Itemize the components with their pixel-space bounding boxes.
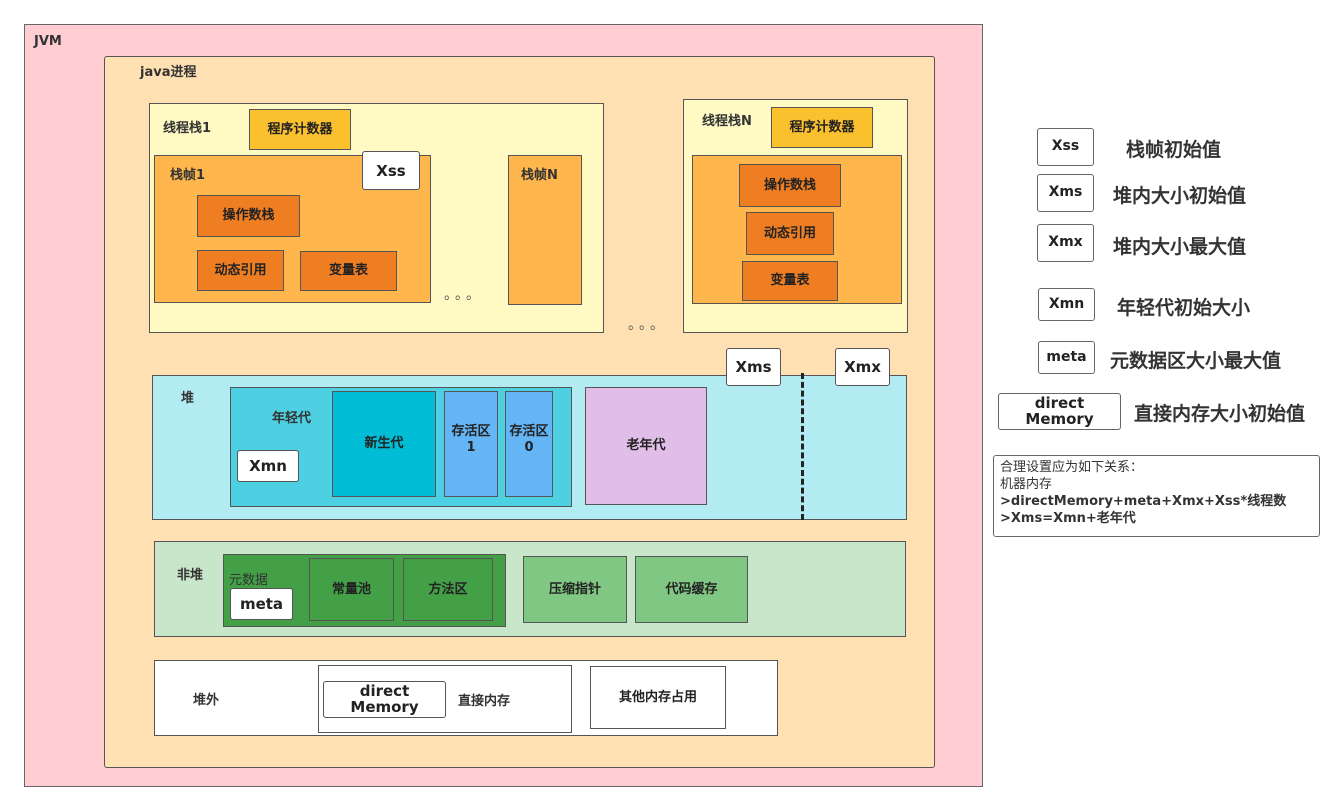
dynamic-reference-n: 动态引用: [746, 212, 834, 255]
operand-stack-1: 操作数栈: [197, 195, 300, 237]
operand-stack-n: 操作数栈: [739, 164, 841, 207]
thread-stack-n-label: 线程栈N: [702, 114, 752, 129]
offheap-label: 堆外: [193, 693, 220, 708]
constant-pool: 常量池: [309, 558, 394, 621]
xmx-tag: Xmx: [835, 348, 890, 386]
note-line-1: 合理设置应为如下关系：: [1000, 460, 1144, 475]
xss-tag: Xss: [362, 151, 420, 190]
dynamic-reference-1: 动态引用: [197, 250, 284, 291]
method-area: 方法区: [403, 558, 493, 621]
note-line-2: 机器内存: [1000, 477, 1053, 492]
metadata-label: 元数据: [229, 573, 269, 588]
legend-key-xmx: Xmx: [1037, 224, 1094, 262]
other-memory: 其他内存占用: [590, 666, 726, 729]
nonheap-label: 非堆: [177, 568, 204, 583]
legend-desc-xss: 栈帧初始值: [1126, 139, 1222, 161]
variable-table-1: 变量表: [300, 251, 397, 291]
direct-memory-label: 直接内存: [458, 694, 511, 709]
relationship-note: 合理设置应为如下关系： 机器内存 >directMemory+meta+Xmx+…: [993, 455, 1320, 537]
variable-table-n: 变量表: [742, 261, 838, 301]
heap-boundary-line: [801, 373, 804, 520]
legend-desc-xmx: 堆内大小最大值: [1113, 236, 1247, 258]
legend-key-xms: Xms: [1037, 174, 1094, 212]
legend-key-xss: Xss: [1037, 128, 1094, 166]
frames-ellipsis: 。。。: [444, 287, 484, 303]
stacks-ellipsis: 。。。: [628, 317, 668, 333]
compressed-pointer: 压缩指针: [523, 556, 627, 623]
note-line-4: >Xms=Xmn+老年代: [1000, 511, 1136, 526]
code-cache: 代码缓存: [635, 556, 748, 623]
thread-stack-1-label: 线程栈1: [163, 121, 212, 136]
stack-frame-n: [508, 155, 582, 305]
jvm-label: JVM: [34, 34, 62, 49]
note-line-3: >directMemory+meta+Xmx+Xss*线程数: [1000, 494, 1287, 509]
xms-tag: Xms: [726, 348, 781, 386]
legend-desc-xms: 堆内大小初始值: [1113, 185, 1247, 207]
legend-desc-xmn: 年轻代初始大小: [1117, 297, 1251, 319]
meta-tag: meta: [230, 588, 293, 620]
program-counter-1: 程序计数器: [249, 109, 351, 150]
program-counter-n: 程序计数器: [771, 107, 873, 148]
stack-frame-1-label: 栈帧1: [170, 168, 206, 183]
eden-space: 新生代: [332, 391, 436, 497]
legend-key-direct-memory: direct Memory: [998, 393, 1121, 430]
legend-key-meta: meta: [1038, 341, 1095, 374]
young-generation-label: 年轻代: [272, 411, 312, 426]
stack-frame-n-label: 栈帧N: [521, 168, 558, 183]
legend-desc-meta: 元数据区大小最大值: [1110, 350, 1282, 372]
heap-label: 堆: [181, 391, 195, 406]
survivor-space-0: 存活区 0: [505, 391, 553, 497]
java-process-label: java进程: [140, 65, 197, 80]
survivor-space-1: 存活区 1: [444, 391, 498, 497]
legend-key-xmn: Xmn: [1038, 288, 1095, 321]
direct-memory-tag: direct Memory: [323, 681, 446, 718]
xmn-tag: Xmn: [237, 450, 299, 482]
old-generation: 老年代: [585, 387, 707, 505]
legend-desc-direct-memory: 直接内存大小初始值: [1134, 403, 1306, 425]
